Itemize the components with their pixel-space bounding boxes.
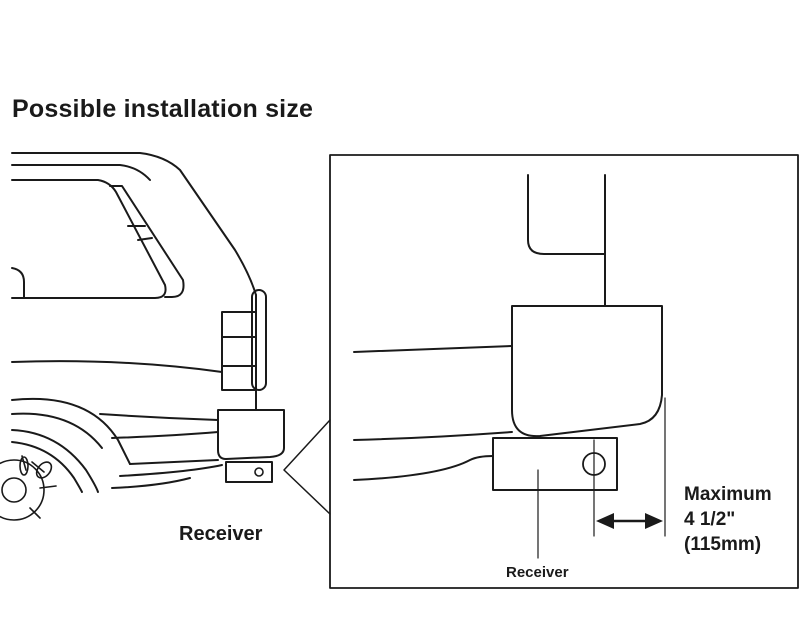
- detail-view: [329, 154, 799, 589]
- detail-underbody-line: [353, 431, 513, 441]
- vehicle-illustration: [0, 152, 285, 521]
- vehicle-quarter-window: [109, 185, 185, 298]
- left-receiver-unit: [225, 461, 273, 483]
- vehicle-roof-outline: [11, 152, 257, 296]
- detail-body-line: [353, 345, 513, 353]
- under-body-line: [119, 464, 223, 477]
- vehicle-belt-line: [11, 360, 223, 373]
- dimension-arrow: [596, 513, 663, 529]
- detail-lower-curve: [353, 455, 494, 481]
- detail-tail-housing: [527, 174, 606, 255]
- detail-frame: [329, 154, 799, 589]
- callout-pointer: [283, 419, 331, 515]
- maximum-label: Maximum: [684, 484, 772, 505]
- left-receiver-label: Receiver: [179, 523, 263, 545]
- rear-wheel: [0, 429, 99, 521]
- under-body-line-2: [111, 477, 191, 489]
- tail-light: [221, 311, 257, 391]
- rear-bumper: [217, 409, 285, 460]
- right-receiver-label: Receiver: [506, 564, 569, 581]
- vehicle-quarter-divider-2: [137, 237, 153, 241]
- maximum-inches-label: 4 1/2": [684, 509, 736, 530]
- rear-spoiler-bar: [251, 289, 267, 391]
- vehicle-side-window: [11, 179, 167, 299]
- vehicle-lower-trim-2: [111, 431, 219, 439]
- vehicle-lower-body: [129, 459, 219, 465]
- vehicle-lower-trim: [99, 413, 219, 421]
- vehicle-window-handle: [11, 267, 25, 299]
- wheel-arch-inner: [11, 412, 103, 449]
- page-title: Possible installation size: [12, 95, 314, 123]
- detail-bumper: [511, 305, 663, 438]
- vehicle-roof-inner-line: [11, 164, 151, 181]
- detail-receiver-unit: [492, 437, 618, 559]
- maximum-mm-label: (115mm): [684, 534, 762, 555]
- wheel-arch-outer: [11, 397, 131, 465]
